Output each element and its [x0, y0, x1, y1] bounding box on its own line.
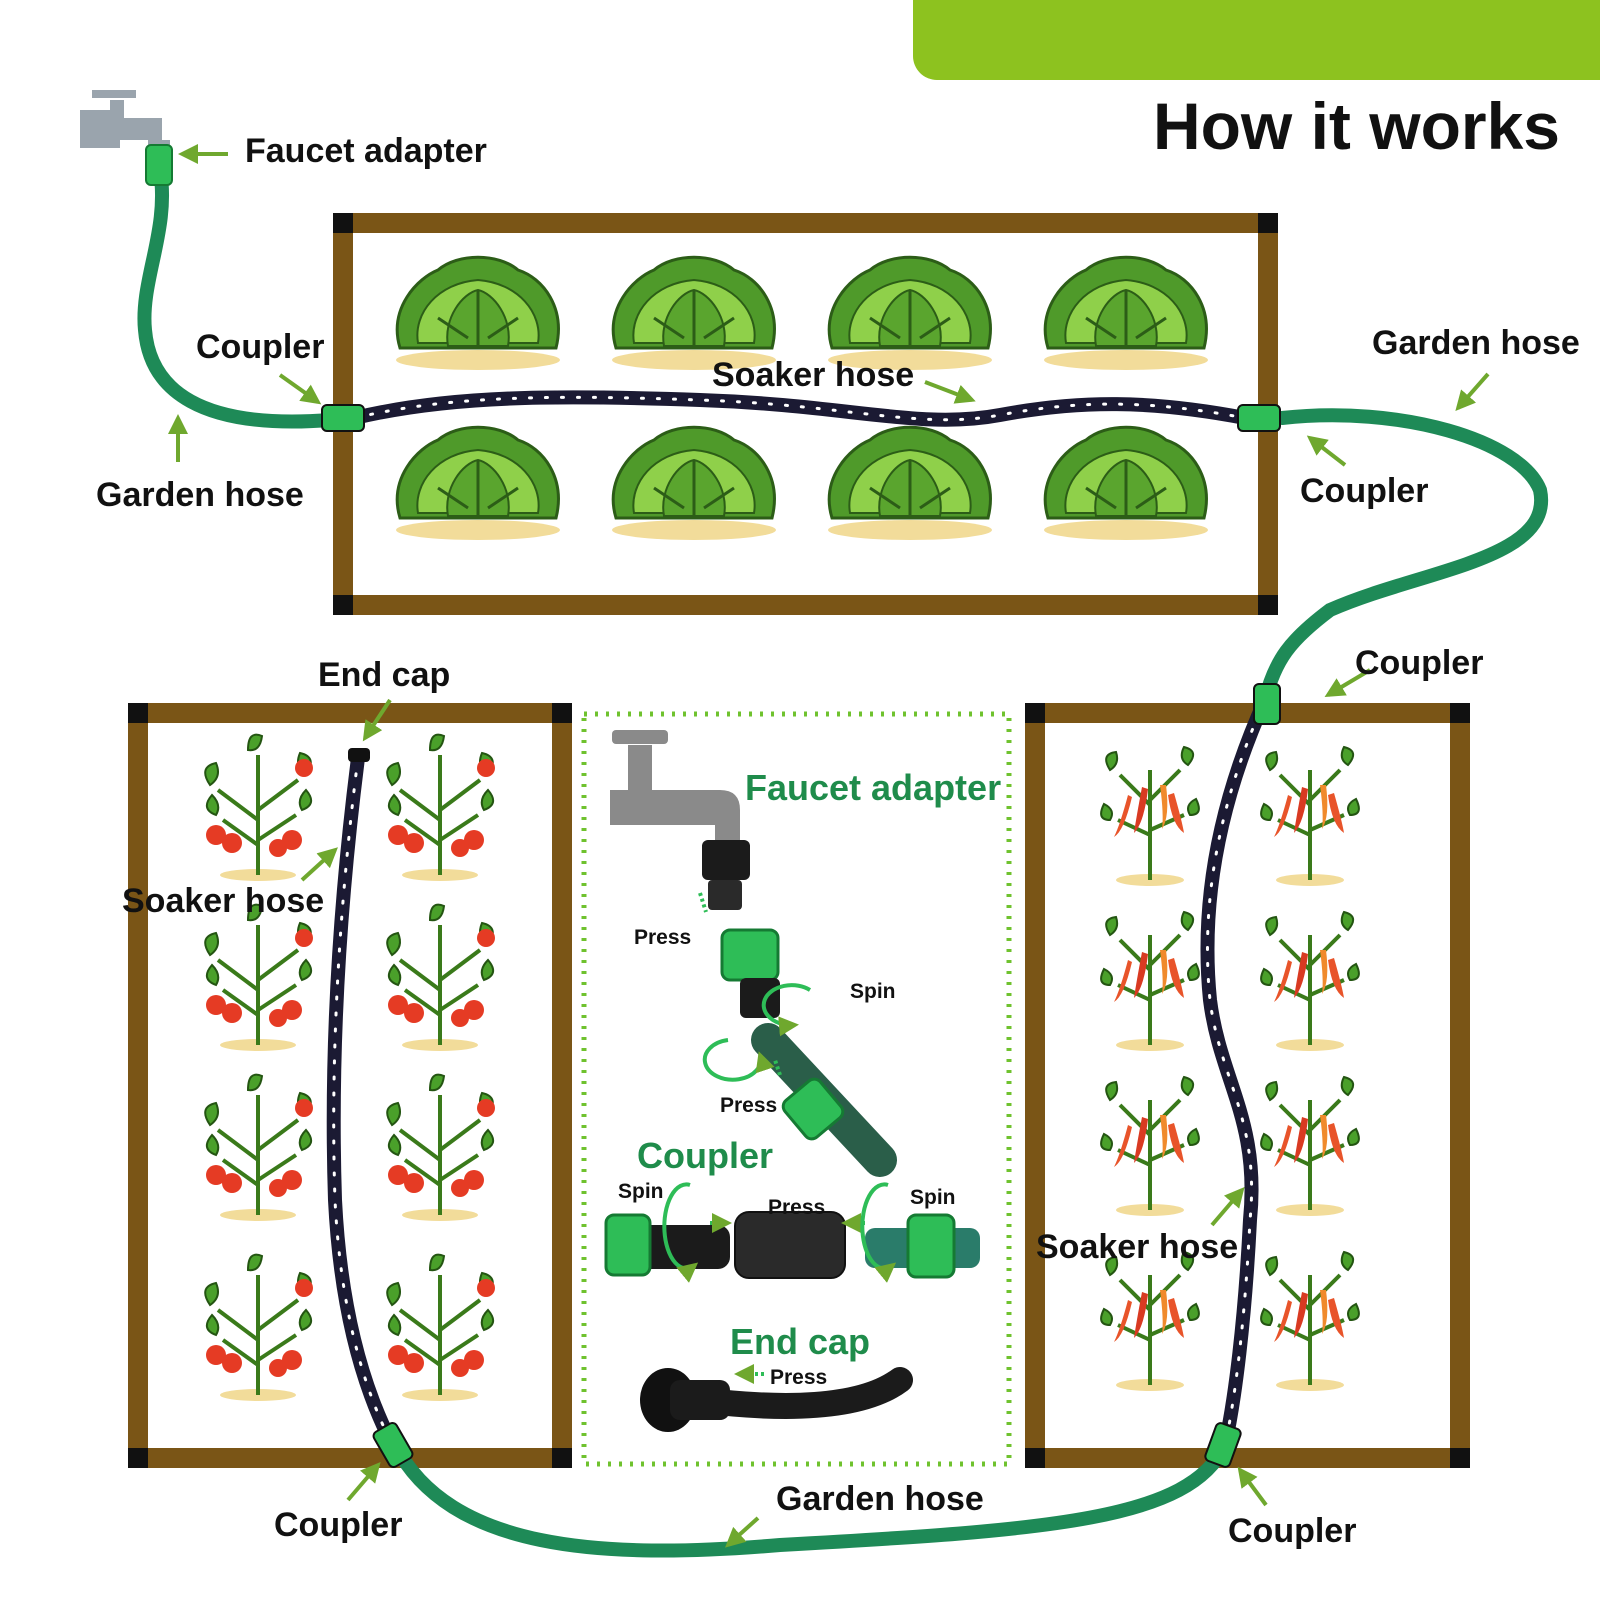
inset-label-spin-3: Spin — [910, 1186, 956, 1209]
label-coupler-3: Coupler — [1355, 644, 1483, 682]
label-faucet-adapter: Faucet adapter — [245, 132, 487, 170]
label-garden-hose-3: Garden hose — [776, 1480, 984, 1518]
soaker-hose-lines — [326, 390, 1272, 1452]
inset-end-cap — [640, 1364, 913, 1432]
pointer-arrows — [168, 144, 1490, 1548]
inset-coupler-assembly — [604, 1182, 980, 1283]
header-banner — [913, 0, 1600, 80]
inset-label-press-3: Press — [768, 1196, 825, 1219]
label-coupler-1: Coupler — [196, 328, 324, 366]
garden-hose-lines — [137, 163, 1549, 1558]
label-garden-hose-1: Garden hose — [96, 476, 304, 514]
label-coupler-5: Coupler — [1228, 1512, 1356, 1550]
coupler-fittings — [145, 144, 1281, 1468]
tomato-bed — [128, 703, 572, 1468]
label-soaker-hose-3: Soaker hose — [1036, 1228, 1238, 1266]
inset-title-end-cap: End cap — [730, 1321, 870, 1362]
inset-label-press-1: Press — [634, 926, 691, 949]
label-end-cap: End cap — [318, 656, 450, 694]
label-coupler-2: Coupler — [1300, 472, 1428, 510]
inset-title-coupler: Coupler — [637, 1135, 773, 1176]
label-soaker-hose-2: Soaker hose — [122, 882, 324, 920]
inset-label-press-4: Press — [770, 1366, 827, 1389]
page-title: How it works — [1152, 89, 1560, 163]
inset-label-spin-1: Spin — [850, 980, 896, 1003]
inset-label-press-2: Press — [720, 1094, 777, 1117]
inset-faucet-icon — [610, 730, 750, 910]
assembly-inset — [581, 711, 1012, 1467]
inset-title-faucet-adapter: Faucet adapter — [745, 767, 1001, 808]
label-coupler-4: Coupler — [274, 1506, 402, 1544]
diagram-labels: Faucet adapter Coupler Garden hose Soake… — [96, 132, 1580, 1550]
inset-label-spin-2: Spin — [618, 1180, 664, 1203]
pepper-bed — [1025, 703, 1470, 1468]
label-garden-hose-2: Garden hose — [1372, 324, 1580, 362]
faucet-icon — [80, 90, 170, 150]
inset-adapter-connector — [698, 892, 897, 1177]
label-soaker-hose-1: Soaker hose — [712, 356, 914, 394]
